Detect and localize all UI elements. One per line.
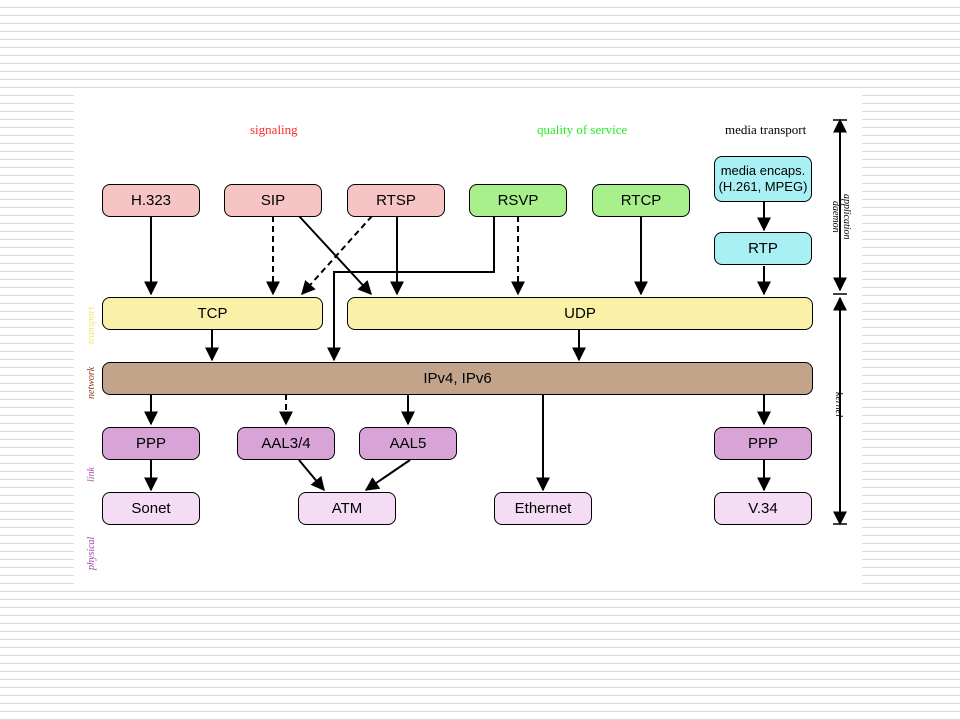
arrow-rtsp-tcp [301,215,373,296]
box-ip: IPv4, IPv6 [102,362,813,395]
arrow-aal34-atm [298,459,325,492]
connector-lines [144,118,847,526]
box-aal34: AAL3/4 [237,427,335,460]
box-h323: H.323 [102,184,200,217]
header-media-transport: media transport [725,122,807,137]
arrow-rsvp-ip [327,216,495,362]
box-udp: UDP [347,297,813,330]
box-media-encaps: media encaps. (H.261, MPEG) [714,156,812,202]
box-rtp: RTP [714,232,812,265]
box-rtsp: RTSP [347,184,445,217]
box-aal5: AAL5 [359,427,457,460]
box-sip: SIP [224,184,322,217]
header-signaling: signaling [250,122,298,137]
header-quality-of-service: quality of service [537,122,628,137]
box-sonet: Sonet [102,492,200,525]
box-ppp-left: PPP [102,427,200,460]
arrow-aal5-atm [364,459,411,491]
media-encaps-line1: media encaps. [720,163,806,179]
box-ethernet: Ethernet [494,492,592,525]
box-tcp: TCP [102,297,323,330]
box-ppp-right: PPP [714,427,812,460]
box-v34: V.34 [714,492,812,525]
box-rsvp: RSVP [469,184,567,217]
box-atm: ATM [298,492,396,525]
protocol-stack-diagram: signaling quality of service media trans… [74,94,862,590]
box-rtcp: RTCP [592,184,690,217]
arrow-sip-udp [298,215,372,296]
media-encaps-line2: (H.261, MPEG) [718,179,808,194]
